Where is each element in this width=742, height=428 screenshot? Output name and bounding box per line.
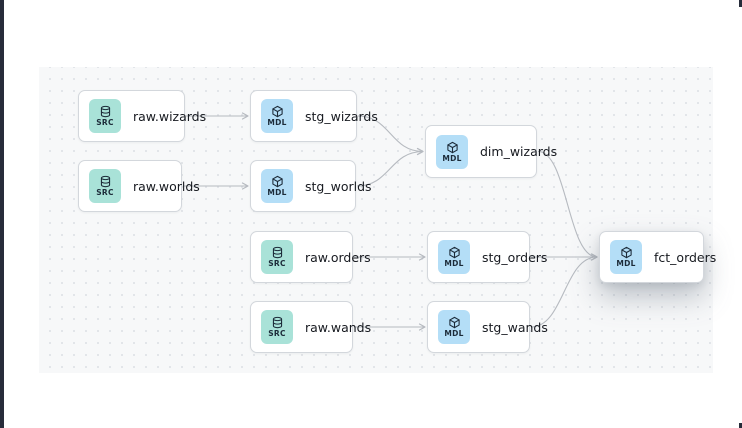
badge-label: SRC (268, 259, 286, 269)
cube-icon (446, 141, 459, 154)
mdl-badge: MDL (436, 134, 468, 169)
mdl-badge: MDL (261, 99, 293, 133)
database-icon (271, 246, 284, 259)
node-label: raw.orders (305, 249, 371, 265)
node-stg-wands[interactable]: MDL stg_wands (427, 301, 548, 353)
badge-label: MDL (267, 118, 287, 128)
node-raw-wizards[interactable]: SRC raw.wizards (78, 90, 206, 142)
window-frame-corner-bottom-right (739, 423, 742, 428)
node-label: stg_wizards (305, 108, 378, 124)
badge-label: MDL (616, 259, 636, 269)
lineage-canvas[interactable] (39, 67, 713, 373)
node-stg-worlds[interactable]: MDL stg_worlds (250, 160, 372, 212)
node-label: raw.wizards (133, 108, 207, 124)
database-icon (271, 316, 284, 329)
node-raw-orders[interactable]: SRC raw.orders (250, 231, 371, 283)
database-icon (99, 175, 112, 188)
node-stg-wizards[interactable]: MDL stg_wizards (250, 90, 378, 142)
badge-label: MDL (444, 259, 464, 269)
node-raw-wands[interactable]: SRC raw.wands (250, 301, 371, 353)
node-label: stg_worlds (305, 178, 372, 194)
node-label: raw.worlds (133, 178, 200, 194)
mdl-badge: MDL (438, 240, 470, 274)
badge-label: SRC (96, 188, 114, 198)
badge-label: MDL (444, 329, 464, 339)
cube-icon (620, 246, 633, 259)
node-label: fct_orders (654, 249, 717, 265)
badge-label: SRC (268, 329, 286, 339)
cube-icon (271, 175, 284, 188)
node-fct-orders[interactable]: MDL fct_orders (599, 231, 716, 283)
src-badge: SRC (89, 99, 121, 133)
node-raw-worlds[interactable]: SRC raw.worlds (78, 160, 200, 212)
src-badge: SRC (89, 169, 121, 203)
node-label: stg_wands (482, 319, 548, 335)
cube-icon (448, 246, 461, 259)
mdl-badge: MDL (261, 169, 293, 203)
badge-label: MDL (267, 188, 287, 198)
window-frame-corner-top-right (739, 0, 742, 7)
node-label: stg_orders (482, 249, 548, 265)
cube-icon (448, 316, 461, 329)
window-frame-left (0, 0, 4, 428)
mdl-badge: MDL (438, 310, 470, 344)
badge-label: MDL (442, 153, 462, 163)
node-label: raw.wands (305, 319, 372, 335)
node-stg-orders[interactable]: MDL stg_orders (427, 231, 547, 283)
cube-icon (271, 105, 284, 118)
src-badge: SRC (261, 240, 293, 274)
badge-label: SRC (96, 118, 114, 128)
node-dim-wizards[interactable]: MDL dim_wizards (425, 125, 557, 178)
mdl-badge: MDL (610, 240, 642, 274)
database-icon (99, 105, 112, 118)
src-badge: SRC (261, 310, 293, 344)
node-label: dim_wizards (480, 144, 558, 159)
